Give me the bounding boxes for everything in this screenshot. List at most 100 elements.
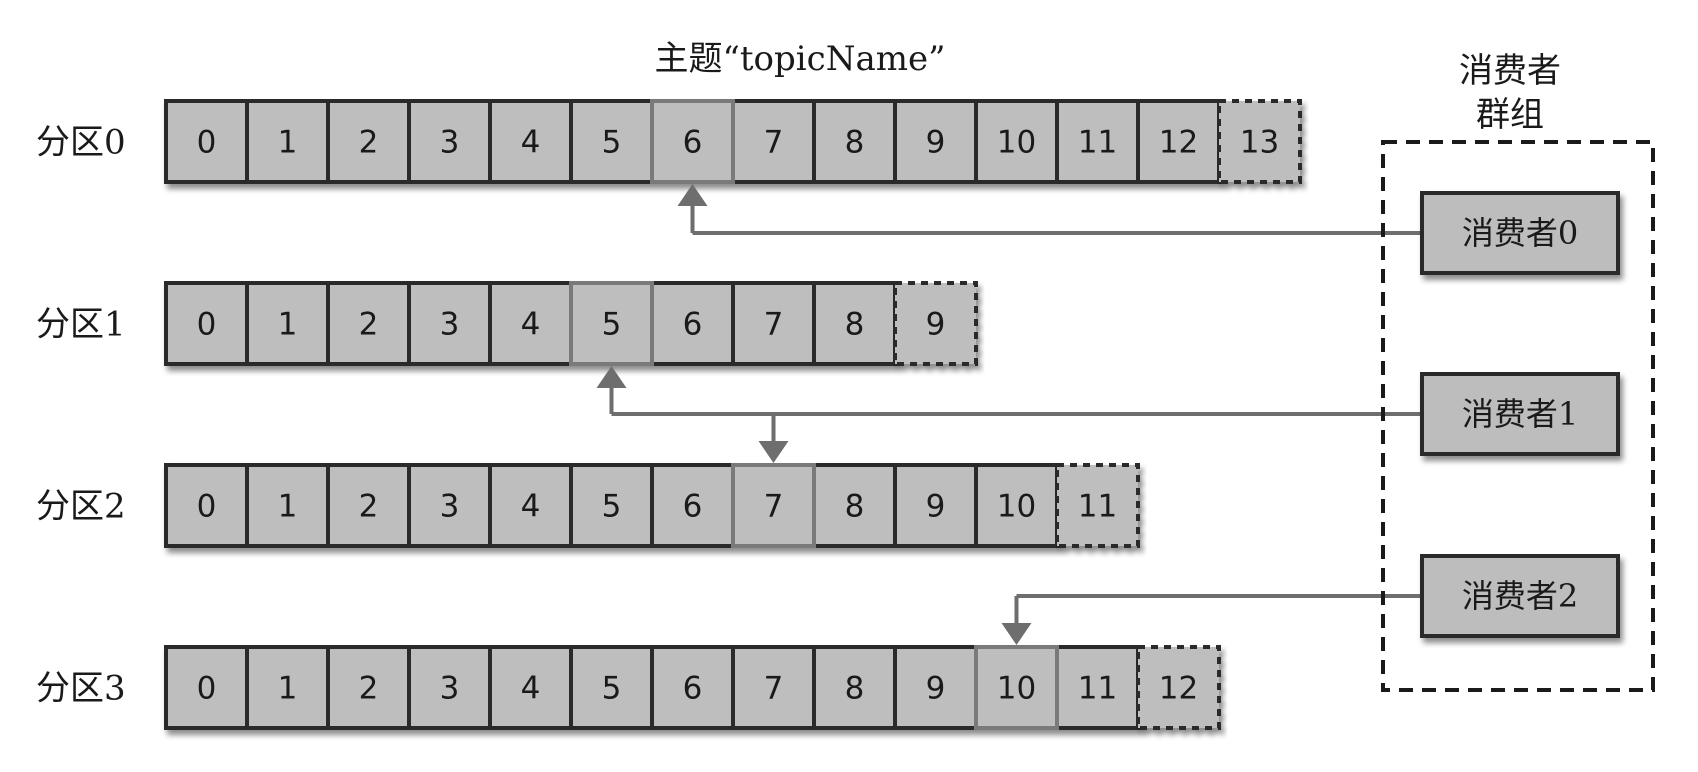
offset-label: 3 [440, 489, 460, 525]
offset-cell [164, 645, 249, 730]
consumer-box [1420, 554, 1620, 638]
offset-label: 13 [1240, 125, 1279, 161]
offset-cell [407, 281, 492, 366]
partition-label: 分区0 [36, 123, 126, 163]
offset-label: 7 [764, 307, 784, 343]
consumer-label: 消费者0 [1462, 214, 1578, 252]
offset-label: 11 [1078, 671, 1117, 707]
arrow-head [677, 184, 708, 206]
next-offset-cell [893, 281, 978, 366]
consumer-0-links [677, 184, 1422, 235]
consumer-box [1420, 191, 1620, 275]
offset-cell [407, 463, 492, 548]
consumer-1-links [596, 366, 1422, 463]
offset-label: 1 [278, 489, 298, 525]
offset-cell [245, 645, 330, 730]
offset-label: 9 [926, 307, 946, 343]
offset-label: 1 [278, 307, 298, 343]
offset-cell [731, 99, 816, 184]
consumer-label: 消费者1 [1462, 395, 1578, 433]
offset-label: 1 [278, 125, 298, 161]
offset-cell [488, 281, 573, 366]
offset-label: 2 [359, 671, 379, 707]
offset-label: 11 [1078, 125, 1117, 161]
offset-label: 6 [683, 307, 703, 343]
consumer-group-box [1381, 140, 1655, 692]
offset-cell [164, 463, 249, 548]
offset-label: 7 [764, 489, 784, 525]
offset-label: 10 [997, 671, 1036, 707]
consumer-label: 消费者2 [1462, 577, 1578, 615]
offset-label: 5 [602, 307, 622, 343]
offset-cell [974, 463, 1059, 548]
offset-label: 10 [997, 489, 1036, 525]
consumer-group-label-line1: 消费者 [1459, 51, 1561, 91]
consumer-1: 消费者1 [1420, 372, 1620, 456]
offset-label: 12 [1159, 125, 1198, 161]
offset-cell [1136, 99, 1221, 184]
offset-label: 10 [997, 125, 1036, 161]
offset-label: 4 [521, 489, 541, 525]
current-offset-marker [569, 281, 654, 366]
offset-label: 11 [1078, 489, 1117, 525]
offset-label: 6 [683, 125, 703, 161]
partition-label: 分区1 [36, 305, 126, 345]
offset-cell [731, 281, 816, 366]
offset-label: 1 [278, 671, 298, 707]
offset-label: 12 [1159, 671, 1198, 707]
next-offset-cell [1217, 99, 1302, 184]
offset-label: 0 [197, 671, 217, 707]
offset-cell [893, 463, 978, 548]
current-offset-marker [650, 99, 735, 184]
consumer-box [1420, 372, 1620, 456]
offset-label: 2 [359, 489, 379, 525]
offset-cell [245, 99, 330, 184]
offset-cell [812, 281, 897, 366]
current-offset-marker [731, 463, 816, 548]
offset-label: 6 [683, 489, 703, 525]
offset-label: 8 [845, 671, 865, 707]
offset-cell [812, 463, 897, 548]
offset-label: 9 [926, 125, 946, 161]
offset-label: 4 [521, 125, 541, 161]
offset-label: 4 [521, 307, 541, 343]
offset-label: 8 [845, 307, 865, 343]
offset-label: 7 [764, 671, 784, 707]
topic-title: 主题“topicName” [655, 39, 946, 79]
offset-cell [245, 281, 330, 366]
offset-cell [812, 99, 897, 184]
offset-label: 3 [440, 671, 460, 707]
offset-label: 6 [683, 671, 703, 707]
offset-label: 7 [764, 125, 784, 161]
offset-cell [164, 99, 249, 184]
next-offset-cell [1055, 463, 1140, 548]
consumer-2: 消费者2 [1420, 554, 1620, 638]
arrows-layer [596, 184, 1422, 645]
partition-label: 分区3 [36, 669, 126, 709]
offset-label: 2 [359, 307, 379, 343]
offset-cell [326, 281, 411, 366]
offset-label: 0 [197, 307, 217, 343]
offset-cell [650, 645, 735, 730]
offset-label: 8 [845, 125, 865, 161]
offset-label: 5 [602, 489, 622, 525]
offset-label: 0 [197, 489, 217, 525]
offset-label: 9 [926, 671, 946, 707]
consumers-layer: 消费者0 消费者1 消费者2 [1420, 191, 1620, 638]
offset-label: 5 [602, 125, 622, 161]
offset-cell [488, 463, 573, 548]
offset-label: 9 [926, 489, 946, 525]
partition-label: 分区2 [36, 487, 126, 527]
arrow-head [596, 366, 627, 388]
arrow-head [1001, 623, 1032, 645]
offset-cell [326, 463, 411, 548]
consumer-2-links [1001, 594, 1422, 645]
offset-cell [1055, 99, 1140, 184]
current-offset-marker [974, 645, 1059, 730]
